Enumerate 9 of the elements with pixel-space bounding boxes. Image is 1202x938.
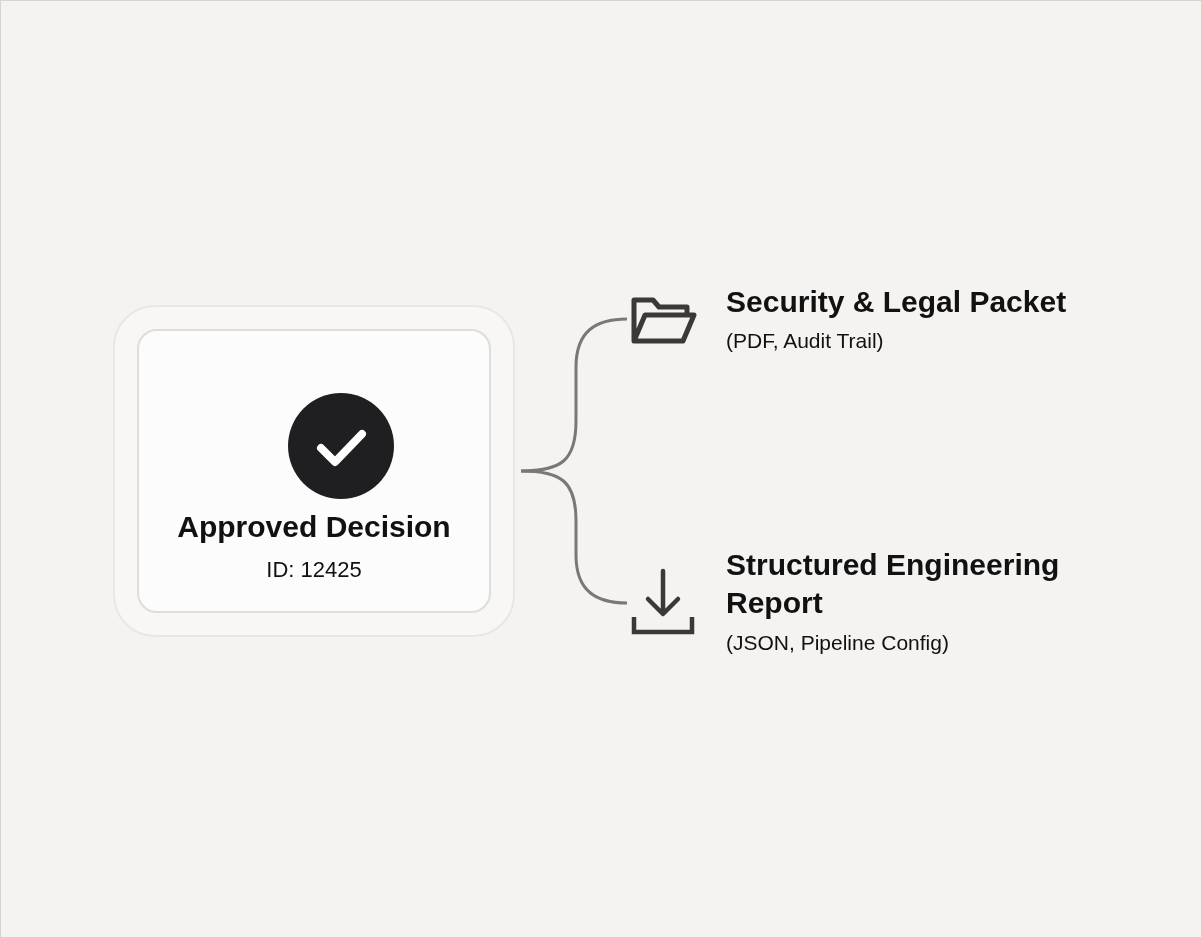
card-title: Approved Decision [176, 510, 452, 544]
connector-line [520, 317, 628, 473]
output-subtitle: (JSON, Pipeline Config) [726, 631, 949, 655]
output-title: Structured Engineering Report [726, 547, 1061, 621]
output-subtitle: (PDF, Audit Trail) [726, 329, 884, 353]
card-frame [113, 305, 515, 637]
output-title: Security & Legal Packet [726, 284, 1068, 320]
connector-line [520, 469, 628, 605]
card-subtitle: ID: 12425 [265, 557, 363, 583]
